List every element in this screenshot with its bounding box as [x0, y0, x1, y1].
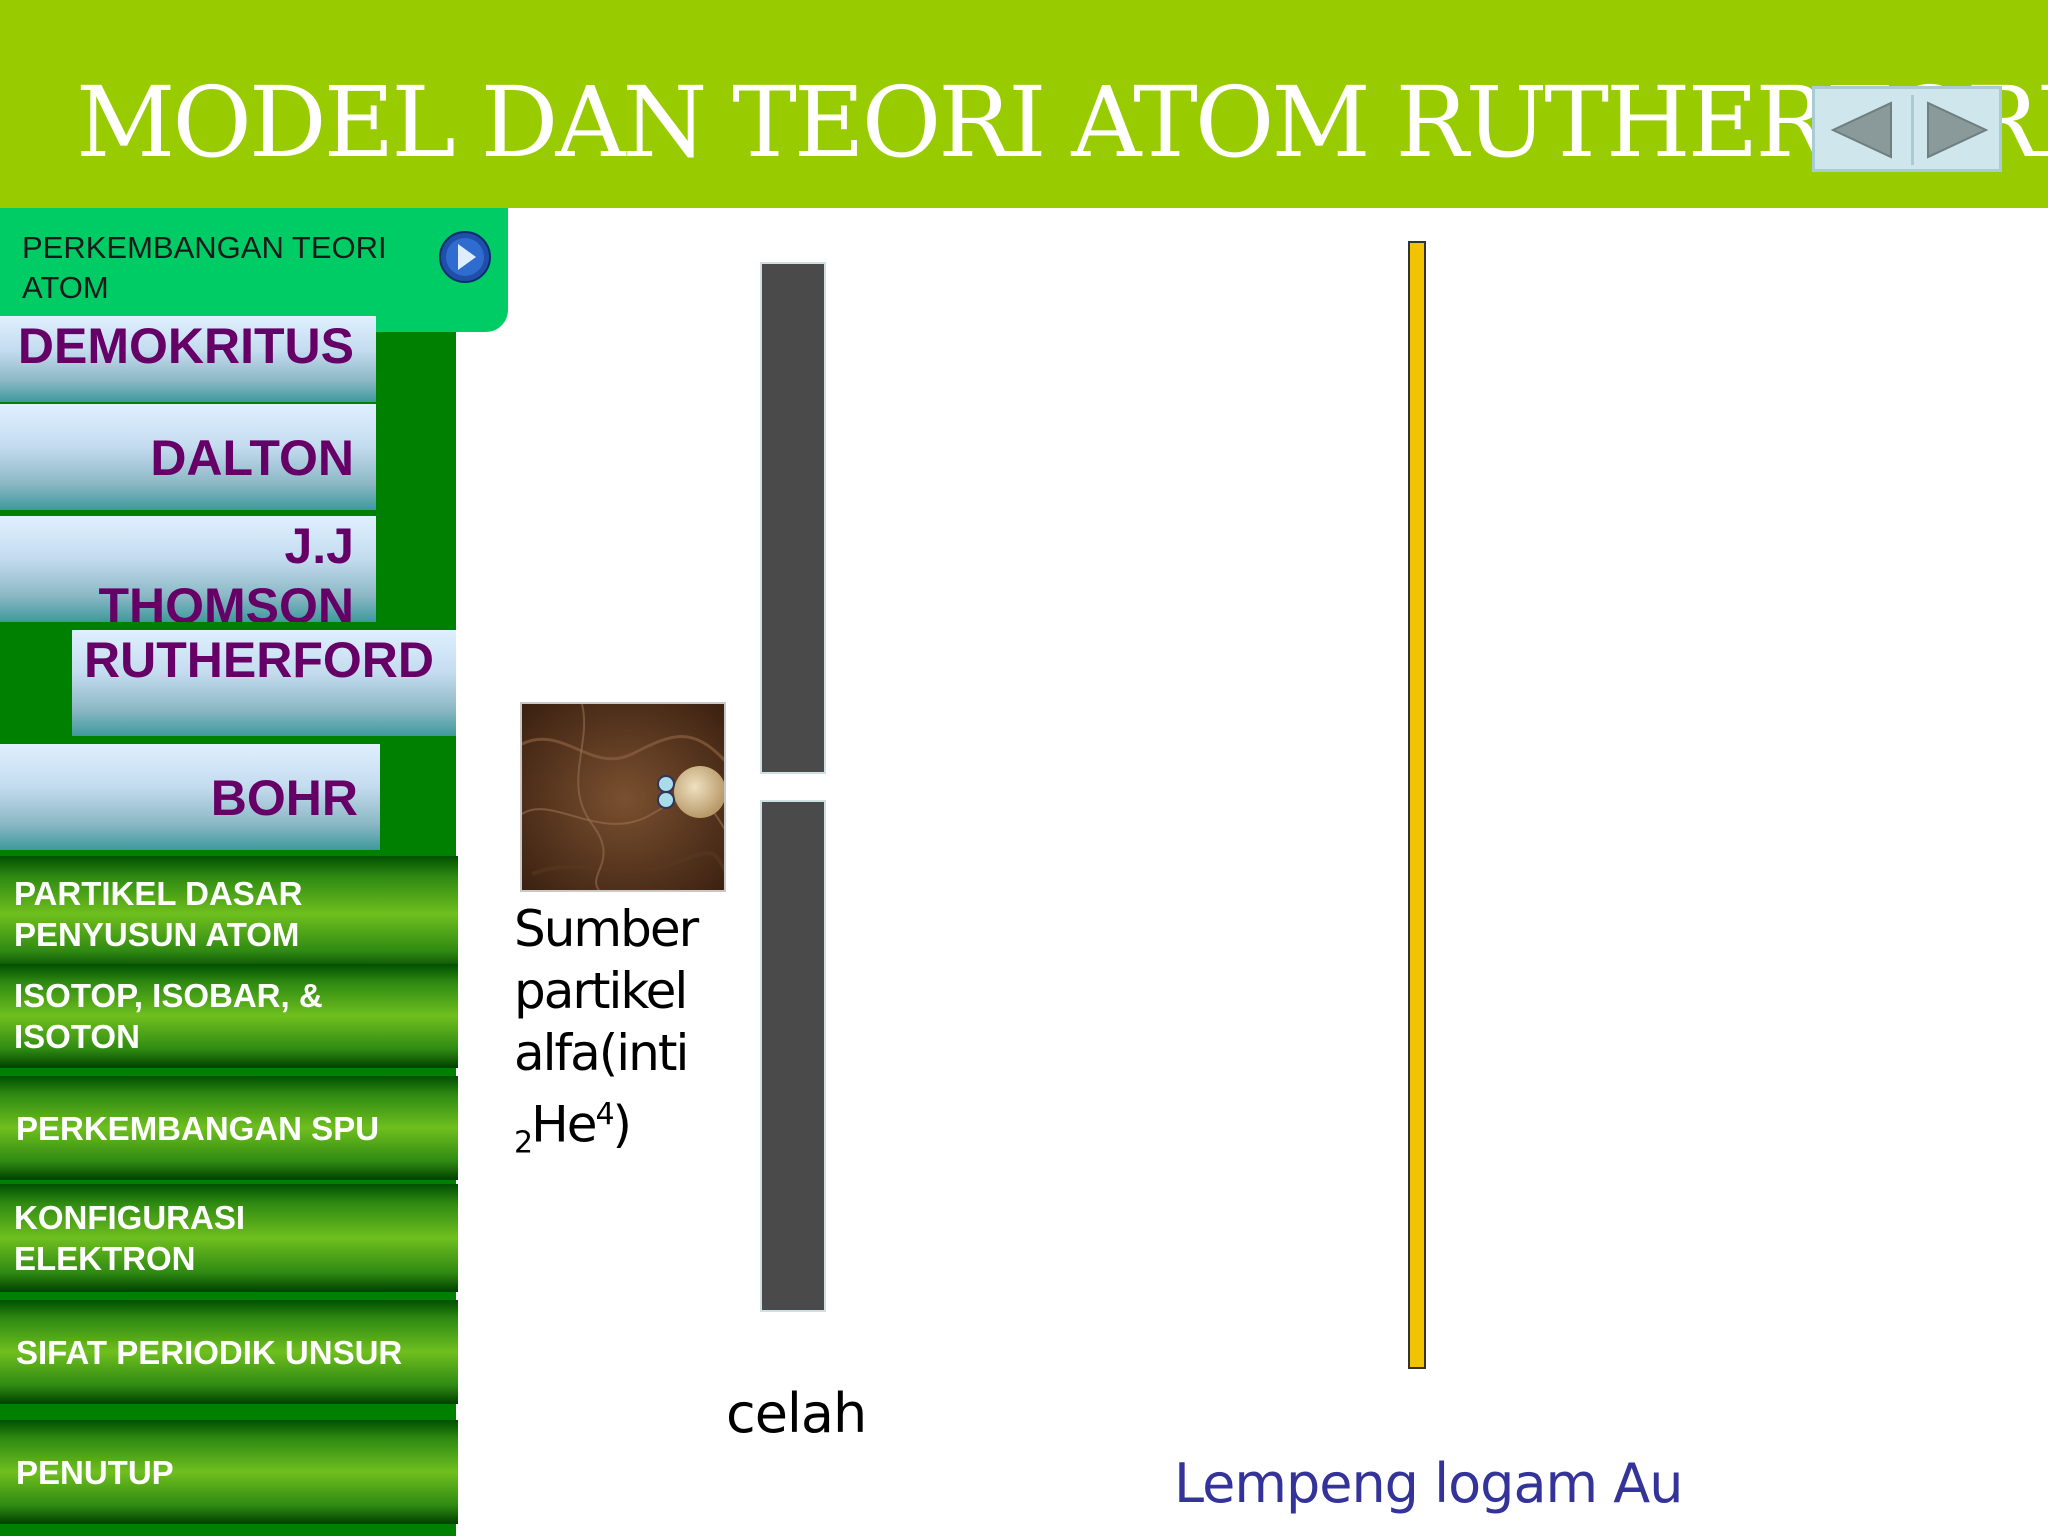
menu-item-sifat-periodik[interactable]: SIFAT PERIODIK UNSUR — [0, 1300, 458, 1404]
sidebar-item-dalton[interactable]: DALTON — [0, 404, 376, 510]
slit-wall-top — [760, 262, 826, 774]
menu-item-label: SIFAT PERIODIK UNSUR — [16, 1333, 403, 1371]
sidebar-item-jj-thomson[interactable]: J.J THOMSON — [0, 516, 376, 622]
sidebar-item-demokritus[interactable]: DEMOKRITUS — [0, 316, 376, 402]
alpha-source-close: ) — [612, 1095, 632, 1154]
alpha-source-element: He — [531, 1095, 597, 1154]
sidebar-item-label: RUTHERFORD — [84, 632, 434, 688]
menu-item-label: PERKEMBANGAN SPU — [16, 1109, 380, 1147]
menu-item-label: PENUTUP — [16, 1453, 174, 1491]
menu-item-penutup[interactable]: PENUTUP — [0, 1420, 458, 1524]
play-arrow-icon[interactable] — [438, 230, 492, 284]
menu-item-partikel-dasar[interactable]: PARTIKEL DASAR PENYUSUN ATOM — [0, 856, 458, 972]
gold-foil — [1408, 241, 1426, 1369]
menu-item-label: ISOTOP, ISOBAR, & ISOTON — [14, 977, 323, 1055]
next-slide-button[interactable] — [1911, 95, 2002, 165]
alpha-source-text: Sumber partikel alfa(inti — [514, 900, 699, 1082]
alpha-source-image — [520, 702, 726, 892]
slit-wall-bottom — [760, 800, 826, 1312]
alpha-source-texture — [522, 704, 724, 890]
sidebar-item-label: DEMOKRITUS — [17, 318, 354, 374]
alpha-particle — [657, 791, 675, 809]
sidebar-item-label: J.J THOMSON — [98, 518, 354, 622]
slide-navigation — [1812, 86, 2002, 172]
menu-item-label: PARTIKEL DASAR PENYUSUN ATOM — [14, 875, 303, 953]
previous-slide-button[interactable] — [1819, 95, 1907, 165]
gold-foil-label: Lempeng logam Au — [1174, 1452, 1683, 1515]
section-header-label: PERKEMBANGAN TEORI ATOM — [22, 230, 387, 305]
section-header[interactable]: PERKEMBANGAN TEORI ATOM — [0, 208, 508, 332]
alpha-source-superscript: 4 — [595, 1097, 614, 1132]
nucleus-ball — [674, 766, 724, 818]
alpha-particle — [657, 775, 675, 793]
title-bar: MODEL DAN TEORI ATOM RUTHERFORD — [0, 0, 2048, 208]
sidebar-item-label: DALTON — [150, 430, 354, 486]
menu-item-konfigurasi-elektron[interactable]: KONFIGURASI ELEKTRON — [0, 1184, 458, 1292]
alpha-source-subscript: 2 — [514, 1125, 533, 1161]
triangle-left-icon — [1830, 101, 1892, 159]
menu-item-isotop[interactable]: ISOTOP, ISOBAR, & ISOTON — [0, 964, 458, 1068]
menu-item-perkembangan-spu[interactable]: PERKEMBANGAN SPU — [0, 1076, 458, 1180]
sidebar-item-bohr[interactable]: BOHR — [0, 744, 380, 850]
menu-item-label: KONFIGURASI ELEKTRON — [14, 1199, 245, 1277]
sidebar-item-label: BOHR — [210, 770, 358, 826]
slide-title: MODEL DAN TEORI ATOM RUTHERFORD — [76, 66, 2048, 179]
alpha-source-label: Sumber partikel alfa(inti 2He4) — [514, 898, 754, 1175]
slit-label: celah — [726, 1382, 867, 1445]
sidebar-item-rutherford[interactable]: RUTHERFORD — [72, 630, 456, 736]
triangle-right-icon — [1927, 101, 1989, 159]
